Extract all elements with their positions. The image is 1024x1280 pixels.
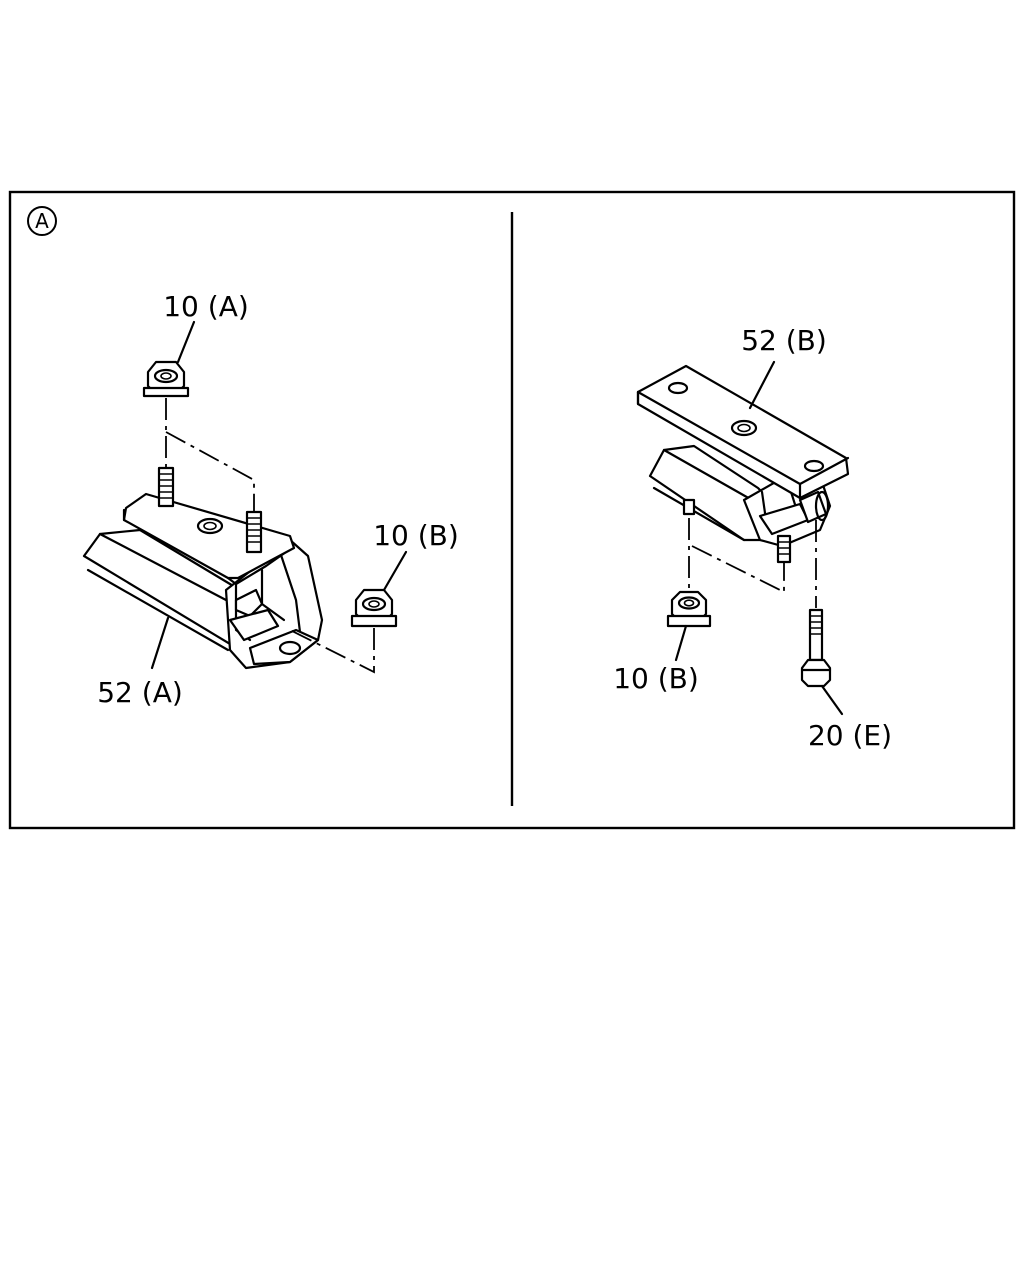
leader-mount-52b	[748, 360, 776, 410]
assembly-line-cross	[165, 431, 255, 512]
mount-52b	[636, 364, 850, 564]
diagram-frame	[8, 190, 1016, 830]
label-mount-52a: 52 (A)	[97, 676, 183, 709]
leader-nut-10a	[176, 320, 196, 364]
stud-left	[157, 466, 175, 508]
label-nut-10b-right: 10 (B)	[613, 662, 699, 695]
bolt-20e-icon	[800, 608, 832, 688]
label-nut-10a: 10 (A)	[163, 290, 249, 323]
nut-10a-icon	[142, 360, 190, 398]
left-panel: 10 (A) 10 (B) 52 (A)	[82, 290, 459, 709]
view-marker-letter: A	[35, 209, 49, 233]
stud-right	[245, 510, 263, 554]
label-bolt-20e: 20 (E)	[808, 719, 892, 752]
assembly-line-side	[289, 628, 375, 674]
nut-10b-right-icon	[666, 590, 712, 628]
view-marker: A	[27, 206, 57, 236]
mount-52a	[82, 492, 324, 670]
right-panel: 52 (B) 10 (B) 20 (E)	[613, 324, 892, 752]
nut-10b-icon	[350, 588, 398, 628]
label-nut-10b: 10 (B)	[373, 519, 459, 552]
leader-nut-10b	[382, 550, 408, 592]
label-mount-52b: 52 (B)	[741, 324, 827, 357]
assembly-line-cross-right	[691, 545, 785, 594]
leader-bolt-20e	[820, 684, 844, 716]
leader-mount-52a	[150, 616, 170, 670]
leader-nut-10b-right	[674, 624, 688, 662]
